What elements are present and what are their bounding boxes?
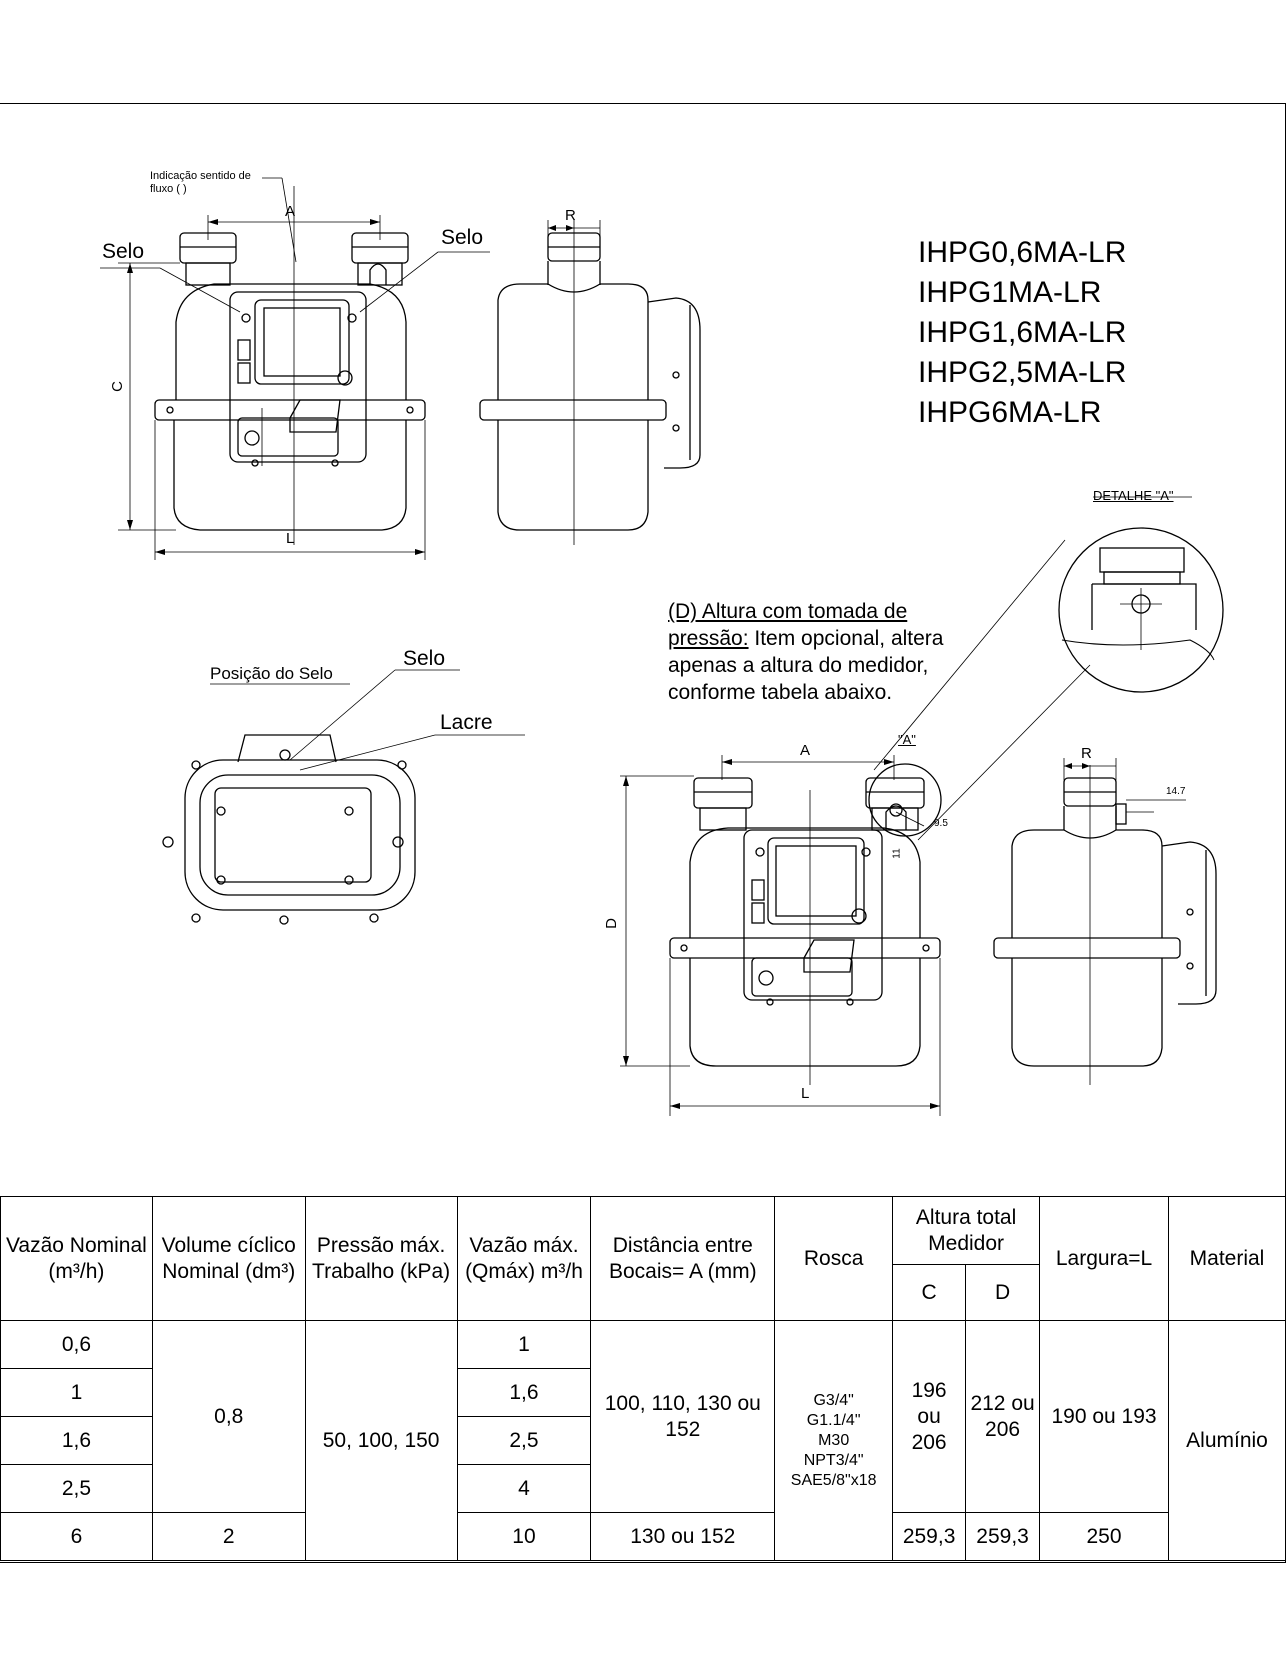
width-cell: 190 ou 193 bbox=[1039, 1320, 1169, 1513]
detail-a-marker: "A" bbox=[898, 732, 916, 747]
pressure-cell: 50, 100, 150 bbox=[304, 1320, 458, 1561]
flow-nominal-cell: 2,5 bbox=[0, 1464, 153, 1513]
note-line-3: apenas a altura do medidor, bbox=[668, 654, 929, 677]
header-width: Largura=L bbox=[1039, 1196, 1169, 1321]
dim-l-label-2: L bbox=[801, 1085, 810, 1102]
header-flow-max: Vazão máx. (Qmáx) m³/h bbox=[456, 1196, 592, 1321]
material-cell: Alumínio bbox=[1168, 1320, 1286, 1561]
flow-nominal-cell: 6 bbox=[0, 1512, 153, 1561]
height-d-cell: 259,3 bbox=[965, 1512, 1041, 1561]
thread-value: NPT3/4" bbox=[803, 1451, 864, 1469]
header-material: Material bbox=[1168, 1196, 1286, 1321]
model-name: IHPG6MA-LR bbox=[918, 396, 1102, 429]
height-c-cell: 259,3 bbox=[892, 1512, 967, 1561]
model-name: IHPG0,6MA-LR bbox=[918, 236, 1127, 269]
header-height-c: C bbox=[892, 1264, 967, 1321]
height-d-cell: 212 ou 206 bbox=[965, 1320, 1041, 1513]
flow-indication-line-1: Indicação sentido de bbox=[150, 170, 251, 182]
technical-drawings bbox=[100, 177, 1224, 1116]
dim-9-5-label: 9.5 bbox=[934, 818, 948, 829]
note-line-1: (D) Altura com tomada de bbox=[668, 600, 908, 623]
thread-value: G1.1/4" bbox=[806, 1411, 861, 1429]
dim-c-label: C bbox=[108, 381, 126, 392]
dim-a-label-2: A bbox=[800, 742, 811, 759]
spec-table: Vazão Nominal (m³/h) Volume cíclico Nomi… bbox=[0, 1196, 1286, 1561]
header-flow-nominal: Vazão Nominal (m³/h) bbox=[0, 1196, 153, 1321]
header-cyclic-volume: Volume cíclico Nominal (dm³) bbox=[151, 1196, 306, 1321]
model-name: IHPG1,6MA-LR bbox=[918, 316, 1127, 349]
lacre-label: Lacre bbox=[440, 711, 493, 734]
thread-value: SAE5/8"x18 bbox=[790, 1471, 877, 1489]
seal-position-view bbox=[162, 669, 525, 925]
side-view-1 bbox=[479, 220, 701, 545]
dim-14-7-label: 14.7 bbox=[1166, 786, 1186, 797]
model-list: IHPG0,6MA-LR IHPG1MA-LR IHPG1,6MA-LR IHP… bbox=[918, 233, 1126, 433]
dim-r-label-2: R bbox=[1081, 745, 1092, 762]
header-distance: Distância entre Bocais= A (mm) bbox=[590, 1196, 776, 1321]
dim-l-label: L bbox=[286, 530, 295, 547]
distance-cell: 100, 110, 130 ou 152 bbox=[590, 1320, 776, 1513]
header-thread: Rosca bbox=[774, 1196, 894, 1321]
flow-indication-label: Indicação sentido de fluxo ( ) bbox=[150, 170, 251, 196]
seal-position-title: Posição do Selo bbox=[210, 664, 333, 683]
header-pressure: Pressão máx. Trabalho (kPa) bbox=[304, 1196, 458, 1321]
header-height-d: D bbox=[965, 1264, 1041, 1321]
flow-indication-line-2: fluxo ( ) bbox=[150, 183, 187, 195]
width-cell: 250 bbox=[1039, 1512, 1169, 1561]
cyclic-volume-cell: 2 bbox=[151, 1512, 306, 1561]
height-c-cell: 196 ou 206 bbox=[892, 1320, 967, 1513]
seal-label-left: Selo bbox=[102, 240, 145, 263]
note-line-4: conforme tabela abaixo. bbox=[668, 681, 893, 704]
pressure-tap-note: (D) Altura com tomada de pressão: Item o… bbox=[668, 598, 988, 706]
model-name: IHPG1MA-LR bbox=[918, 276, 1102, 309]
flow-max-cell: 2,5 bbox=[456, 1416, 592, 1465]
cyclic-volume-cell: 0,8 bbox=[151, 1320, 306, 1513]
distance-cell: 130 ou 152 bbox=[590, 1512, 776, 1561]
thread-value: M30 bbox=[818, 1431, 850, 1449]
detail-a-view bbox=[873, 496, 1224, 841]
header-height-total: Altura total Medidor bbox=[892, 1196, 1041, 1265]
dim-a-label: A bbox=[285, 203, 296, 220]
dim-11-label: 11 bbox=[891, 848, 903, 859]
note-line-2-underlined: pressão: bbox=[668, 627, 749, 650]
side-view-2 bbox=[993, 758, 1217, 1085]
front-view-2 bbox=[620, 755, 942, 1116]
thread-value: G3/4" bbox=[813, 1391, 854, 1409]
front-view-1 bbox=[100, 177, 490, 560]
flow-nominal-cell: 1 bbox=[0, 1368, 153, 1417]
flow-max-cell: 10 bbox=[456, 1512, 592, 1561]
dim-d-label: D bbox=[602, 918, 620, 929]
flow-nominal-cell: 1,6 bbox=[0, 1416, 153, 1465]
seal-label-right: Selo bbox=[441, 226, 484, 249]
seal-position-seal-label: Selo bbox=[403, 647, 446, 670]
thread-cell: G3/4" G1.1/4" M30 NPT3/4" SAE5/8"x18 bbox=[774, 1320, 894, 1561]
dim-r-label: R bbox=[565, 207, 576, 224]
flow-max-cell: 1 bbox=[456, 1320, 592, 1369]
drawing-frame bbox=[0, 103, 1286, 1563]
detail-a-title: DETALHE "A" bbox=[1093, 488, 1174, 503]
flow-nominal-cell: 0,6 bbox=[0, 1320, 153, 1369]
model-name: IHPG2,5MA-LR bbox=[918, 356, 1127, 389]
flow-max-cell: 1,6 bbox=[456, 1368, 592, 1417]
note-line-2-rest: Item opcional, altera bbox=[748, 627, 944, 650]
flow-max-cell: 4 bbox=[456, 1464, 592, 1513]
